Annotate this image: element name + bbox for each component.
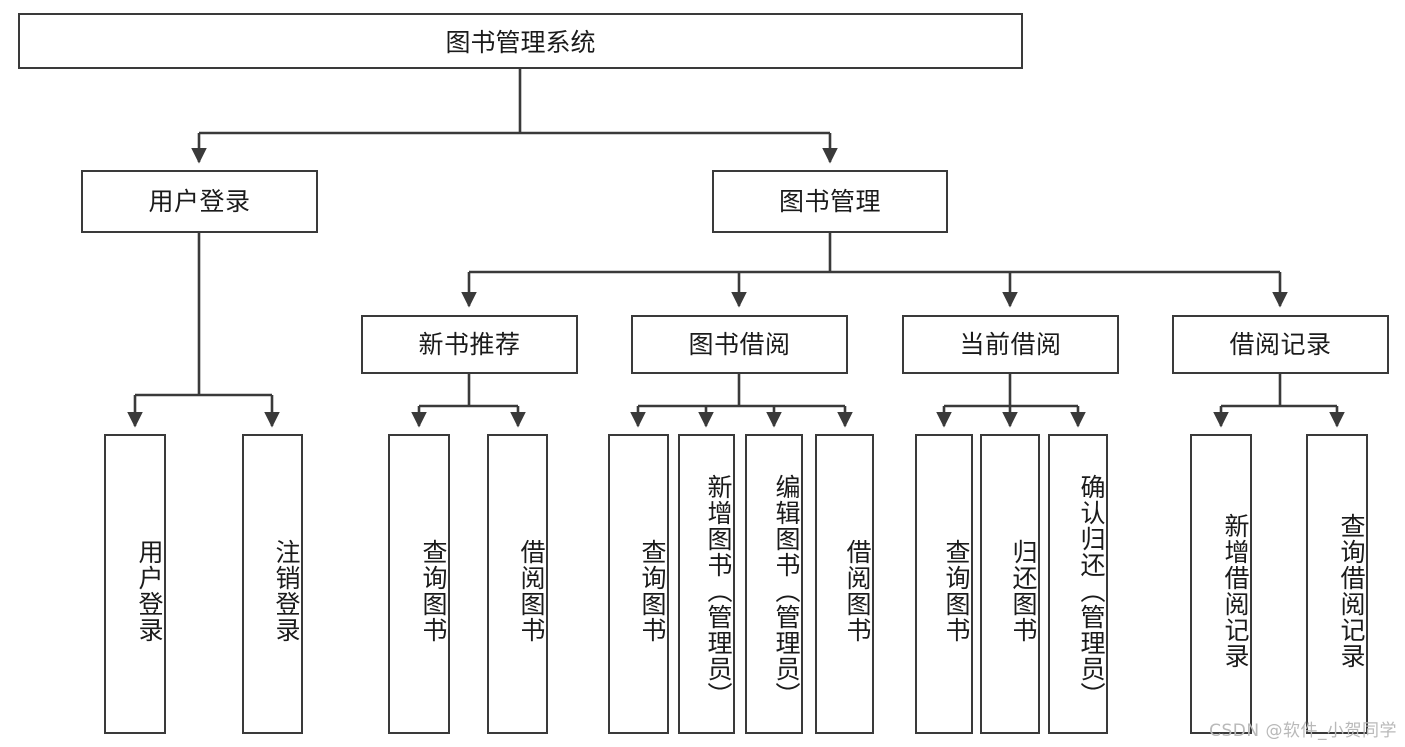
watermark: CSDN @软件_小贺同学 — [1209, 721, 1397, 741]
leaf-add-borrow-record[interactable]: 新增借阅记录 — [1190, 434, 1252, 734]
leaf-query-borrow-record[interactable]: 查询借阅记录 — [1306, 434, 1368, 734]
leaf-query-book-borrow[interactable]: 查询图书 — [608, 434, 669, 734]
node-root-label: 图书管理系统 — [445, 28, 596, 57]
node-root[interactable]: 图书管理系统 — [18, 13, 1023, 69]
leaf-borrow-book-label: 借阅图书 — [843, 539, 872, 643]
leaf-edit-book-admin[interactable]: 编辑图书（管理员） — [745, 434, 803, 734]
leaf-logout[interactable]: 注销登录 — [242, 434, 303, 734]
leaf-borrow-book[interactable]: 借阅图书 — [815, 434, 874, 734]
leaf-add-book-admin[interactable]: 新增图书（管理员） — [678, 434, 735, 734]
leaf-return-book-label: 归还图书 — [1009, 539, 1038, 643]
leaf-query-borrow-record-label: 查询借阅记录 — [1337, 513, 1366, 669]
node-book-management-label: 图书管理 — [778, 186, 881, 216]
leaf-logout-label: 注销登录 — [272, 539, 301, 643]
node-new-book-recommend-label: 新书推荐 — [418, 329, 521, 359]
leaf-add-book-admin-label: 新增图书（管理员） — [704, 474, 733, 708]
node-book-management[interactable]: 图书管理 — [712, 170, 948, 233]
node-book-borrow-label: 图书借阅 — [688, 329, 791, 359]
leaf-add-borrow-record-label: 新增借阅记录 — [1221, 513, 1250, 669]
node-current-borrow-label: 当前借阅 — [959, 329, 1062, 359]
leaf-edit-book-admin-label: 编辑图书（管理员） — [772, 474, 801, 708]
node-book-borrow[interactable]: 图书借阅 — [631, 315, 848, 374]
leaf-borrow-book-new-label: 借阅图书 — [517, 539, 546, 643]
node-user-login[interactable]: 用户登录 — [81, 170, 318, 233]
node-borrow-record-label: 借阅记录 — [1229, 329, 1332, 359]
leaf-query-book-new-label: 查询图书 — [419, 539, 448, 643]
leaf-user-login-label: 用户登录 — [135, 539, 164, 643]
leaf-borrow-book-new[interactable]: 借阅图书 — [487, 434, 548, 734]
leaf-query-book-borrow-label: 查询图书 — [638, 539, 667, 643]
node-user-login-label: 用户登录 — [148, 186, 251, 216]
leaf-user-login[interactable]: 用户登录 — [104, 434, 166, 734]
leaf-query-book-new[interactable]: 查询图书 — [388, 434, 450, 734]
leaf-confirm-return-admin[interactable]: 确认归还（管理员） — [1048, 434, 1108, 734]
leaf-confirm-return-admin-label: 确认归还（管理员） — [1077, 474, 1106, 708]
leaf-query-book-current[interactable]: 查询图书 — [915, 434, 973, 734]
node-borrow-record[interactable]: 借阅记录 — [1172, 315, 1389, 374]
node-current-borrow[interactable]: 当前借阅 — [902, 315, 1119, 374]
leaf-query-book-current-label: 查询图书 — [942, 539, 971, 643]
leaf-return-book[interactable]: 归还图书 — [980, 434, 1040, 734]
node-new-book-recommend[interactable]: 新书推荐 — [361, 315, 578, 374]
